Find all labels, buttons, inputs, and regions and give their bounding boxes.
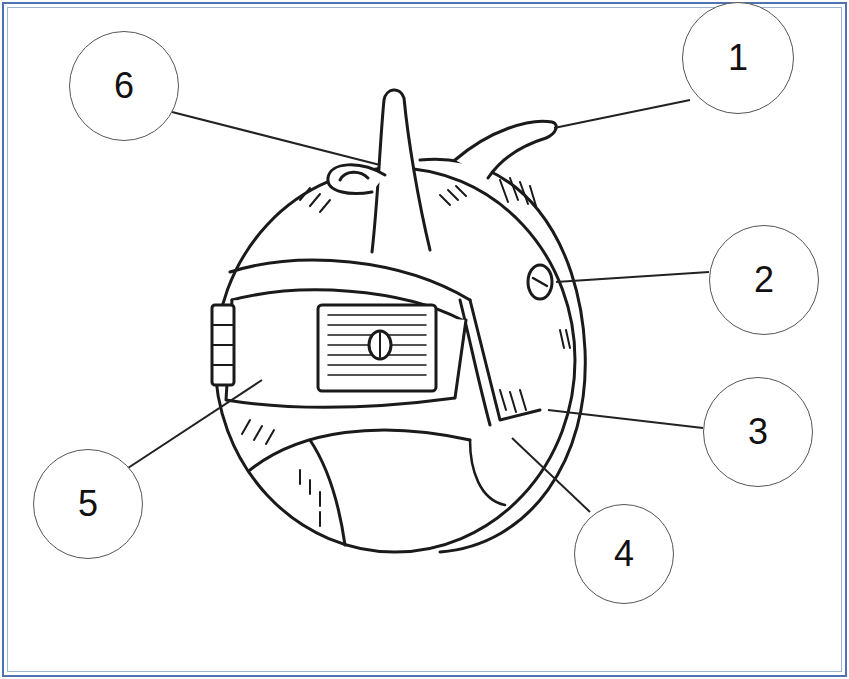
callout-number: 4 [614, 536, 634, 572]
callout-circle: 6 [69, 31, 179, 141]
callout-number: 3 [748, 414, 768, 450]
callout-number: 1 [728, 40, 748, 76]
callout-number: 2 [754, 262, 774, 298]
callout-circle: 2 [709, 225, 819, 335]
callout-circle: 1 [682, 2, 794, 114]
callout-number: 6 [114, 68, 134, 104]
callout-circle: 4 [574, 504, 674, 604]
callout-number: 5 [78, 486, 98, 522]
callout-circle: 5 [33, 449, 143, 559]
callout-circle: 3 [703, 377, 813, 487]
